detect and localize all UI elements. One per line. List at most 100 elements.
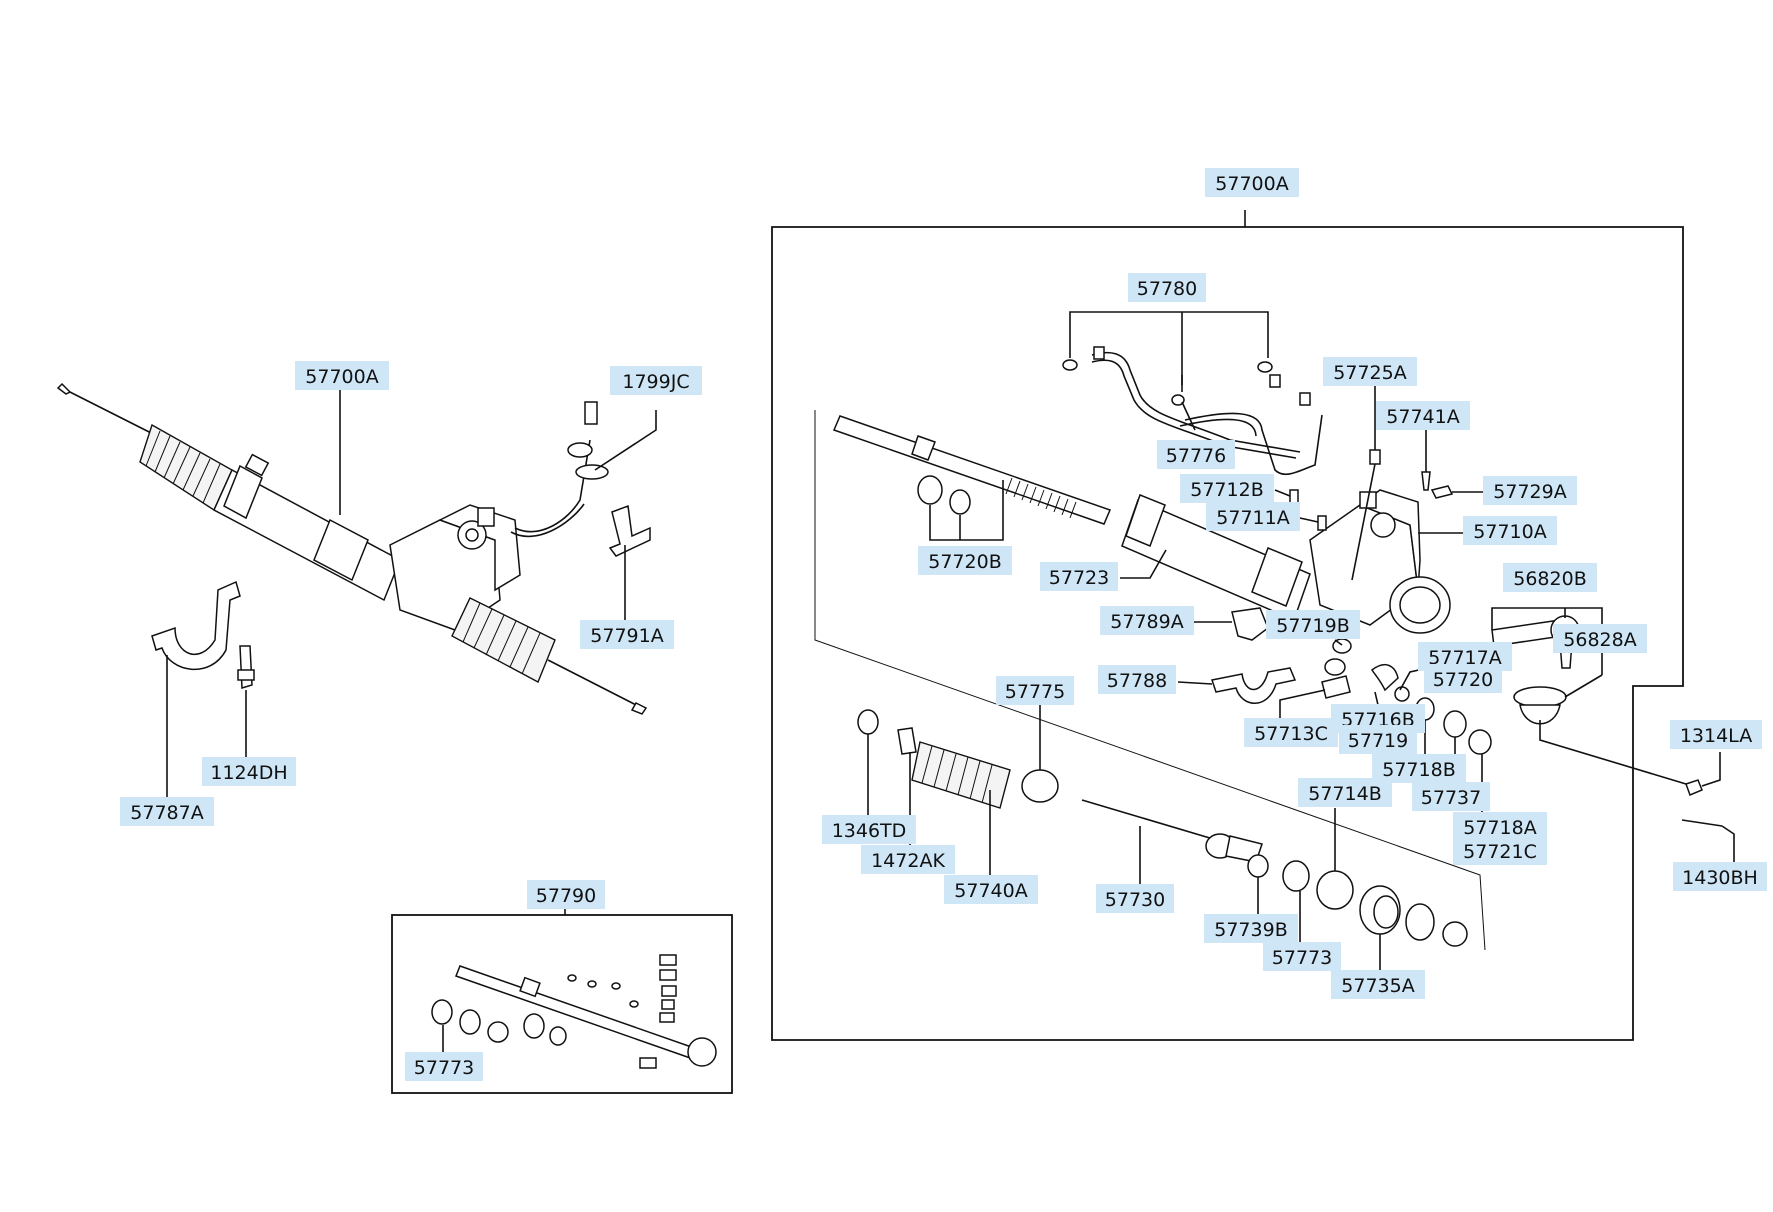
svg-text:57740A: 57740A: [954, 880, 1027, 902]
bracket-57788: [1211, 667, 1297, 704]
label-57721C[interactable]: 57721C: [1453, 836, 1547, 865]
label-1799JC[interactable]: 1799JC: [610, 366, 702, 395]
rack-assembly-illustration: [56, 382, 648, 715]
yoke-parts: [1231, 607, 1492, 755]
repair-kit-frame: [391, 914, 733, 1094]
label-57723[interactable]: 57723: [1040, 562, 1118, 591]
svg-text:57780: 57780: [1137, 278, 1197, 300]
svg-text:57729A: 57729A: [1493, 481, 1566, 503]
label-57713C[interactable]: 57713C: [1244, 718, 1338, 747]
label-57788[interactable]: 57788: [1098, 665, 1176, 694]
label-57735A[interactable]: 57735A: [1331, 970, 1425, 999]
label-57737[interactable]: 57737: [1412, 782, 1490, 811]
label-57700A-left[interactable]: 57700A: [295, 361, 389, 390]
label-57717A[interactable]: 57717A: [1418, 642, 1512, 671]
svg-text:1430BH: 1430BH: [1682, 867, 1758, 889]
svg-text:57739B: 57739B: [1214, 919, 1287, 941]
clip-1472AK: [897, 727, 917, 755]
label-57719B[interactable]: 57719B: [1266, 610, 1360, 639]
label-57787A[interactable]: 57787A: [120, 797, 214, 826]
svg-text:1346TD: 1346TD: [832, 820, 907, 842]
bolt-57712B: [1289, 489, 1299, 505]
svg-text:57711A: 57711A: [1216, 507, 1289, 529]
label-1124DH[interactable]: 1124DH: [202, 757, 296, 786]
label-1430BH[interactable]: 1430BH: [1673, 862, 1767, 891]
pressure-pipes-57780: [1062, 346, 1323, 475]
leader-lines: [166, 311, 1735, 1052]
svg-text:57788: 57788: [1107, 670, 1167, 692]
label-57773-mid[interactable]: 57773: [1263, 942, 1341, 971]
label-57789A[interactable]: 57789A: [1100, 606, 1194, 635]
label-57741A[interactable]: 57741A: [1376, 401, 1470, 430]
label-57719[interactable]: 57719: [1339, 725, 1417, 754]
label-57720B[interactable]: 57720B: [918, 546, 1012, 575]
bolt-1124DH: [237, 645, 255, 689]
label-57780[interactable]: 57780: [1128, 273, 1206, 302]
svg-text:57720: 57720: [1433, 669, 1493, 691]
svg-text:57730: 57730: [1105, 889, 1165, 911]
label-57739B[interactable]: 57739B: [1204, 914, 1298, 943]
band-57775: [1021, 769, 1059, 803]
svg-text:57719B: 57719B: [1276, 615, 1349, 637]
label-57776[interactable]: 57776: [1157, 440, 1235, 469]
label-57714B[interactable]: 57714B: [1298, 778, 1392, 807]
label-1346TD[interactable]: 1346TD: [822, 815, 916, 844]
fitting-57725A: [1369, 449, 1381, 465]
label-57700A-top[interactable]: 57700A: [1205, 168, 1299, 197]
label-57729A[interactable]: 57729A: [1483, 476, 1577, 505]
snap-ring-57773: [1282, 860, 1310, 892]
svg-text:57741A: 57741A: [1386, 406, 1459, 428]
svg-text:57714B: 57714B: [1308, 783, 1381, 805]
label-57740A[interactable]: 57740A: [944, 875, 1038, 904]
svg-text:57735A: 57735A: [1341, 975, 1414, 997]
washer-57739B: [1247, 854, 1269, 878]
svg-text:57713C: 57713C: [1254, 723, 1328, 745]
svg-text:57773: 57773: [1272, 947, 1332, 969]
svg-text:1314LA: 1314LA: [1680, 725, 1752, 747]
gear-housing-57710A: [1121, 489, 1451, 634]
exploded-view-frame: [771, 226, 1684, 1041]
label-57725A[interactable]: 57725A: [1323, 357, 1417, 386]
inner-tie-rod-57730: [1081, 799, 1263, 863]
label-57712B[interactable]: 57712B: [1180, 474, 1274, 503]
label-1472AK[interactable]: 1472AK: [861, 845, 955, 874]
o-ring-extra: [1405, 903, 1435, 941]
svg-text:57773: 57773: [414, 1057, 474, 1079]
part-labels: 57700A 57780 57725A 57741A 57776 57712B …: [120, 168, 1767, 1081]
label-57710A[interactable]: 57710A: [1463, 516, 1557, 545]
boot-56828A: [1513, 686, 1567, 725]
label-1314LA[interactable]: 1314LA: [1670, 720, 1762, 749]
bushing-57735A: [1359, 885, 1401, 935]
label-56820B[interactable]: 56820B: [1503, 563, 1597, 592]
svg-text:57723: 57723: [1049, 567, 1109, 589]
label-56828A[interactable]: 56828A: [1553, 624, 1647, 653]
repair-kit-parts: [431, 954, 717, 1069]
label-57730[interactable]: 57730: [1096, 884, 1174, 913]
svg-text:57717A: 57717A: [1428, 647, 1501, 669]
label-57791A[interactable]: 57791A: [580, 620, 674, 649]
cotter-pin-1430BH: [1681, 819, 1723, 827]
seal-end: [1442, 921, 1468, 947]
bellows-boot-57740A: [911, 741, 1011, 809]
bolt-57729A: [1430, 485, 1454, 499]
label-57711A[interactable]: 57711A: [1206, 502, 1300, 531]
label-57720[interactable]: 57720: [1424, 664, 1502, 693]
label-57790[interactable]: 57790: [527, 880, 605, 909]
label-57773-kit[interactable]: 57773: [405, 1052, 483, 1081]
svg-text:57791A: 57791A: [590, 625, 663, 647]
seal-ring-2: [949, 489, 971, 515]
svg-text:57710A: 57710A: [1473, 521, 1546, 543]
mounting-bracket-57791A: [608, 504, 651, 557]
svg-text:57719: 57719: [1348, 730, 1408, 752]
svg-text:57776: 57776: [1166, 445, 1226, 467]
svg-text:57775: 57775: [1005, 681, 1065, 703]
seal-57714B: [1316, 870, 1354, 910]
svg-text:57718A: 57718A: [1463, 817, 1536, 839]
label-57775[interactable]: 57775: [996, 676, 1074, 705]
svg-text:57789A: 57789A: [1110, 611, 1183, 633]
svg-text:1472AK: 1472AK: [871, 850, 945, 872]
mounting-clamp-57787A: [151, 580, 241, 671]
bolt-57711A: [1317, 515, 1327, 531]
svg-text:1124DH: 1124DH: [210, 762, 287, 784]
